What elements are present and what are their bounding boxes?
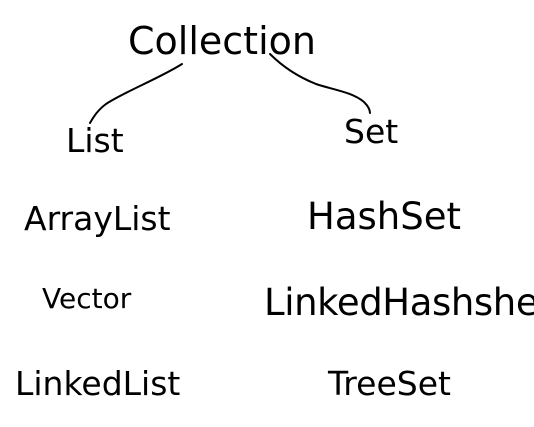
leaf-node-vector: Vector <box>42 282 132 315</box>
branch-node-set: Set <box>344 112 399 151</box>
connector-collection-to-set <box>269 53 371 114</box>
connector-collection-to-list <box>89 63 183 124</box>
leaf-node-treeset: TreeSet <box>328 364 451 403</box>
leaf-node-linkedlist: LinkedList <box>15 364 181 403</box>
leaf-node-arraylist: ArrayList <box>24 199 171 238</box>
root-node-collection: Collection <box>128 19 316 63</box>
leaf-node-linkedhashshet: LinkedHashshet <box>264 281 534 324</box>
branch-node-list: List <box>66 121 124 160</box>
leaf-node-hashset: HashSet <box>307 195 461 238</box>
